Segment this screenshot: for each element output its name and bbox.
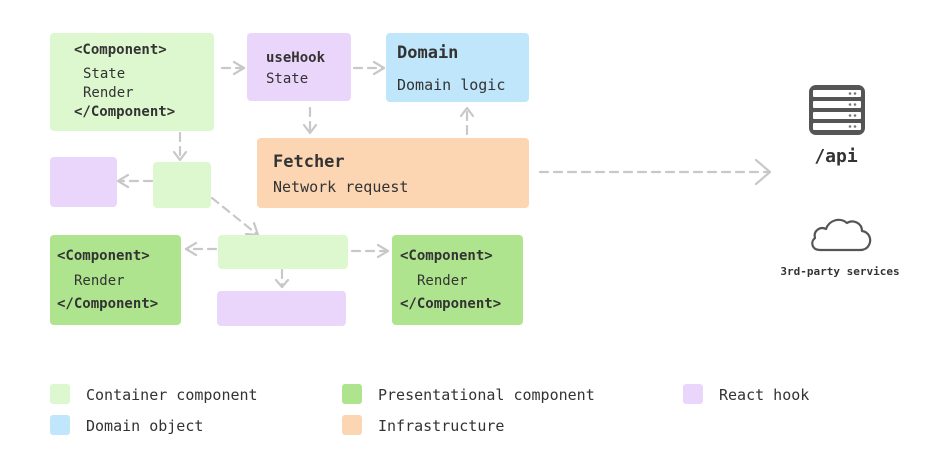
react-hook-bottom	[217, 291, 346, 326]
legend-hook-label: React hook	[719, 386, 810, 404]
server-icon	[808, 84, 866, 136]
arrow-fetcher-to-api	[538, 158, 772, 186]
legend-domain-label: Domain object	[86, 417, 204, 435]
react-hook-left	[50, 157, 117, 207]
left-component-close-tag: </Component>	[57, 296, 159, 312]
services-label: 3rd-party services	[780, 265, 900, 278]
legend-presentational-label: Presentational component	[378, 386, 595, 404]
legend-container-swatch	[50, 384, 70, 404]
legend-hook-swatch	[683, 384, 703, 404]
legend-infrastructure-swatch	[342, 415, 362, 435]
fetcher-infrastructure: Fetcher Network request	[257, 138, 529, 208]
container-component-middle	[218, 235, 348, 269]
legend-infrastructure-label: Infrastructure	[378, 417, 505, 435]
legend-presentational-swatch	[342, 384, 362, 404]
component-render-label: Render	[83, 85, 134, 101]
component-close-tag: </Component>	[74, 104, 176, 120]
fetcher-title: Fetcher	[273, 152, 345, 172]
api-label: /api	[814, 146, 858, 167]
right-component-close-tag: </Component>	[400, 296, 502, 312]
arrow-hook-to-domain	[352, 60, 386, 76]
arrow-fetcher-to-domain	[459, 106, 475, 136]
container-component-small	[153, 162, 211, 208]
cloud-icon	[808, 214, 874, 254]
presentational-component-left: <Component> Render </Component>	[50, 235, 181, 325]
arrow-hook-to-fetcher	[302, 106, 318, 135]
left-component-open-tag: <Component>	[57, 248, 150, 264]
domain-title: Domain	[397, 43, 459, 63]
component-open-tag: <Component>	[74, 42, 167, 58]
react-hook-usehook: useHook State	[247, 33, 351, 101]
arrow-component-to-small-container	[172, 131, 188, 162]
arrow-middle-to-right-presentational	[350, 243, 390, 259]
legend-domain-swatch	[50, 415, 70, 435]
usehook-state-label: State	[266, 71, 309, 87]
fetcher-subtitle: Network request	[273, 178, 409, 196]
arrow-middle-to-bottom-hook	[274, 268, 290, 289]
right-component-open-tag: <Component>	[400, 248, 493, 264]
domain-object: Domain Domain logic	[386, 33, 529, 102]
container-component-top: <Component> State Render </Component>	[50, 33, 214, 131]
arrow-small-container-to-middle-container	[210, 196, 260, 237]
legend-container-label: Container component	[86, 386, 258, 404]
arrow-small-container-to-hook	[116, 173, 154, 189]
domain-subtitle: Domain logic	[397, 76, 506, 94]
arrow-component-to-hook	[220, 60, 246, 76]
left-component-render-label: Render	[74, 273, 125, 289]
presentational-component-right: <Component> Render </Component>	[392, 235, 523, 325]
arrow-middle-to-left-presentational	[184, 241, 218, 257]
right-component-render-label: Render	[417, 273, 468, 289]
component-state-label: State	[83, 66, 126, 82]
usehook-title: useHook	[266, 50, 326, 66]
